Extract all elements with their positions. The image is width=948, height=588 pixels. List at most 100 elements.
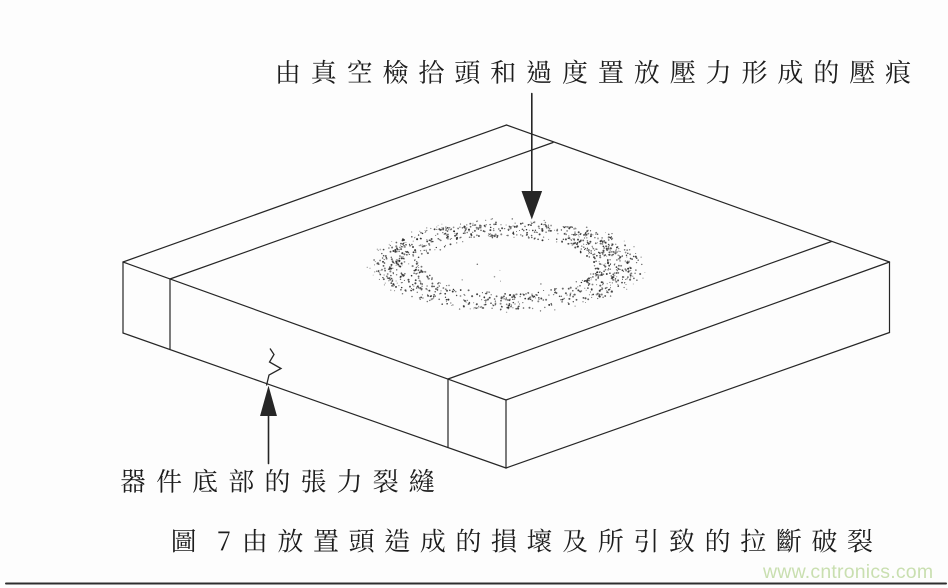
stipple-dot <box>427 294 430 297</box>
stipple-dot <box>482 306 485 310</box>
stipple-dot <box>586 249 589 251</box>
stipple-dot <box>493 223 495 226</box>
stipple-dot <box>513 225 516 228</box>
stipple-dot <box>599 271 601 273</box>
stipple-dot <box>601 242 604 245</box>
stipple-dot <box>389 268 392 271</box>
stipple-dot <box>628 249 631 251</box>
stipple-dot <box>639 273 642 275</box>
stipple-dot <box>541 239 544 242</box>
stipple-dot <box>579 232 582 235</box>
stipple-dot <box>602 245 605 248</box>
stipple-dot <box>426 289 428 291</box>
stipple-dot <box>389 250 392 253</box>
stipple-dot <box>610 275 612 277</box>
stipple-dot <box>404 272 406 275</box>
stipple-dot <box>575 228 577 230</box>
stipple-dot <box>527 236 530 239</box>
stipple-dot <box>454 290 457 293</box>
stipple-dot <box>603 270 605 273</box>
stipple-dot <box>585 244 587 245</box>
stipple-dot <box>475 234 478 237</box>
stipple-dot <box>385 275 388 278</box>
stipple-dot <box>403 279 405 281</box>
stipple-dot <box>433 297 435 299</box>
stipple-dot <box>579 284 581 287</box>
stipple-dot <box>401 282 403 284</box>
stipple-dot <box>386 273 389 275</box>
stipple-dot <box>569 238 571 240</box>
termination-band-line <box>169 141 554 280</box>
stipple-dot <box>579 250 582 253</box>
stipple-dot <box>483 297 485 299</box>
stipple-dot <box>468 236 470 238</box>
stipple-dot <box>477 227 480 230</box>
stipple-dot <box>618 250 620 252</box>
stipple-dot <box>599 284 602 287</box>
stipple-dot <box>550 302 552 305</box>
stipple-dot <box>444 232 447 235</box>
stipple-dot <box>616 259 618 261</box>
stipple-dot <box>602 288 604 290</box>
stipple-dot <box>607 267 610 270</box>
stipple-dot <box>606 255 608 257</box>
stipple-dot <box>510 304 513 306</box>
stipple-dot <box>400 242 402 245</box>
stipple-dot <box>601 251 603 254</box>
stipple-dot <box>616 276 618 278</box>
stipple-dot <box>603 247 605 249</box>
cjk-glyph <box>419 59 444 84</box>
stipple-dot <box>596 284 598 286</box>
stipple-dot <box>427 277 429 279</box>
stipple-dot <box>420 269 423 272</box>
stipple-dot <box>461 227 464 229</box>
stipple-dot <box>444 296 447 298</box>
stipple-dot <box>424 232 426 233</box>
watermark: www.cntronics.com <box>763 560 934 583</box>
stipple-dot <box>372 274 374 276</box>
stipple-dot <box>391 280 394 282</box>
stipple-dot <box>538 227 540 230</box>
stipple-dot <box>438 298 441 301</box>
stipple-dot <box>588 294 590 296</box>
stipple-dot <box>618 247 620 250</box>
stipple-dot <box>475 307 478 309</box>
stipple-dot <box>586 240 589 242</box>
stipple-dot <box>439 228 442 231</box>
stipple-dot <box>388 277 390 280</box>
stipple-dot <box>398 257 401 260</box>
stipple-dot <box>610 287 611 289</box>
stipple-dot <box>410 289 412 292</box>
stipple-dot <box>452 304 454 306</box>
stipple-dot <box>613 272 616 274</box>
stipple-dot <box>608 233 610 236</box>
stipple-dot <box>479 224 481 227</box>
stipple-dot <box>566 225 569 228</box>
stipple-dot <box>579 290 581 293</box>
stipple-dot <box>547 224 549 226</box>
bottom-annotation-glyphs <box>121 468 435 494</box>
stipple-dot <box>525 232 528 234</box>
stipple-dot <box>584 287 586 289</box>
stipple-dot <box>573 240 575 242</box>
stipple-dot <box>622 276 625 278</box>
stipple-dot <box>598 271 601 273</box>
stipple-dot <box>626 256 628 258</box>
stipple-dot <box>449 289 451 292</box>
stipple-dot <box>494 223 497 226</box>
stipple-dot <box>512 294 515 297</box>
stipple-dot <box>439 292 442 295</box>
stipple-dot <box>571 226 574 228</box>
stipple-dot <box>510 225 512 228</box>
stipple-dot <box>471 295 474 298</box>
stipple-dot <box>564 232 566 234</box>
stipple-dot <box>531 236 533 239</box>
stipple-dot <box>369 267 371 269</box>
cjk-glyph <box>777 528 802 553</box>
stipple-dot <box>568 297 571 300</box>
stipple-dot <box>437 238 439 240</box>
stipple-dot <box>471 231 474 234</box>
stipple-dot <box>529 298 531 300</box>
stipple-dot <box>462 241 464 243</box>
